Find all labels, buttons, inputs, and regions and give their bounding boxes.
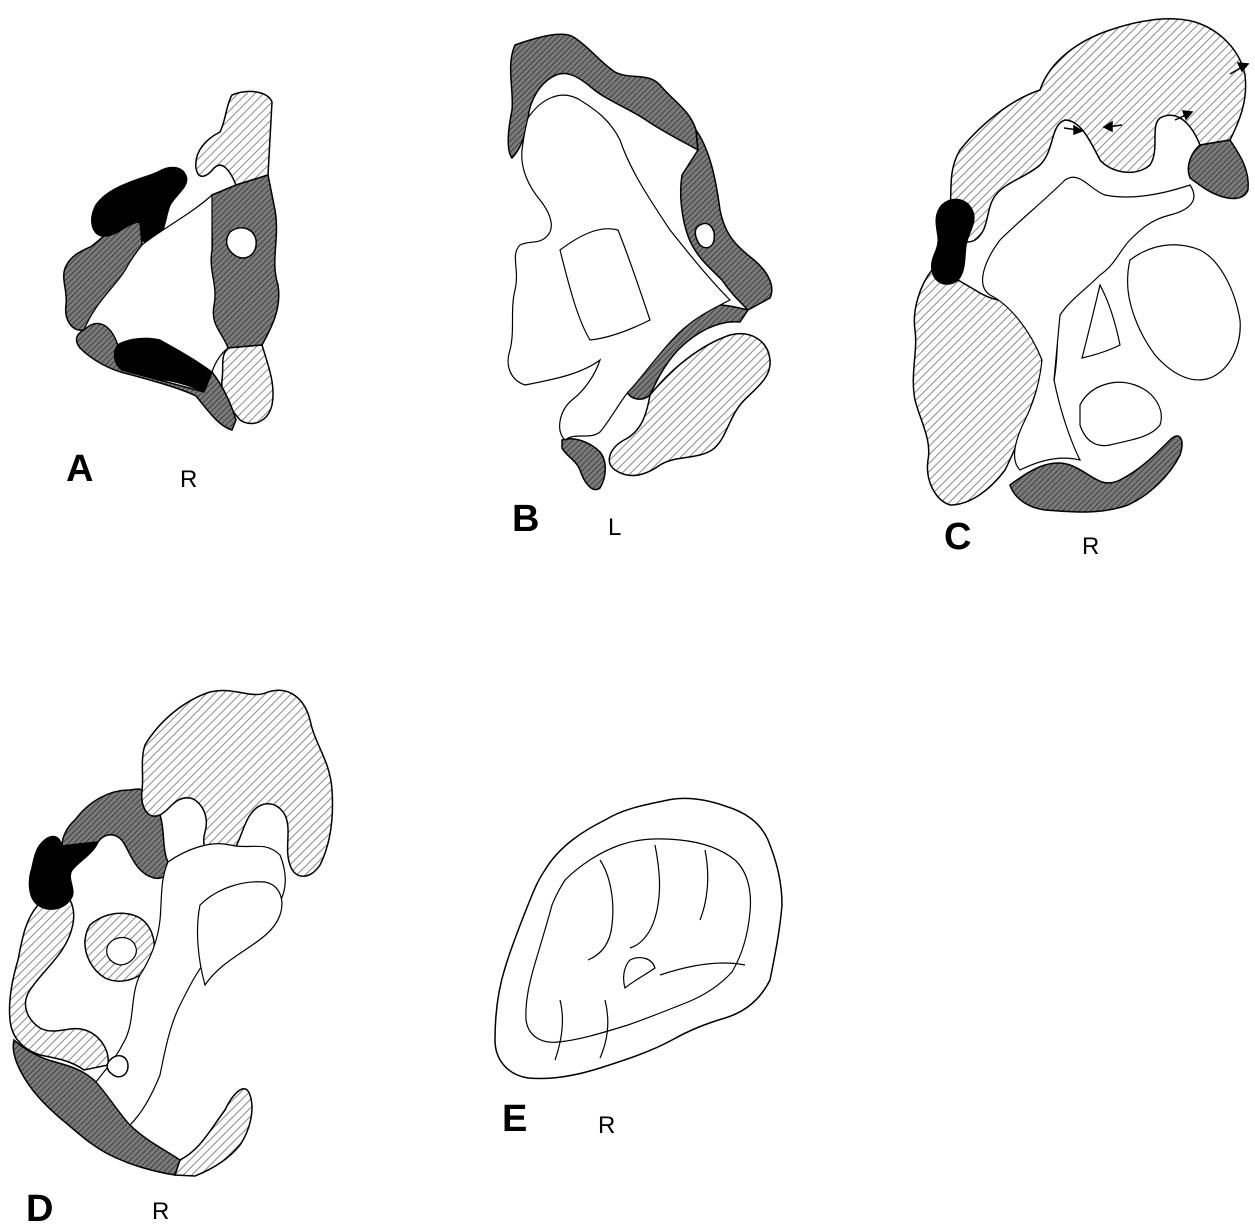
section-d-insula-inner <box>107 938 137 966</box>
panel-a-letter: A <box>66 450 93 488</box>
section-a-cortex-dense-right <box>210 175 279 348</box>
section-d-cortex-black <box>30 836 98 909</box>
section-b <box>508 34 772 489</box>
section-c <box>913 19 1248 512</box>
panel-c-letter: C <box>944 518 971 556</box>
panel-b-side-label: L <box>608 516 621 540</box>
section-c-hippocampus <box>1080 382 1161 445</box>
panel-e-letter: E <box>502 1100 527 1138</box>
section-d-basal-ganglia <box>198 882 282 985</box>
section-c-ventricle <box>1082 285 1120 358</box>
section-c-basal-ganglia <box>1128 245 1241 380</box>
panel-d-letter: D <box>26 1190 53 1228</box>
section-d-ventricle <box>107 1056 128 1077</box>
section-b-cortex-dense-bottom <box>562 439 605 490</box>
section-a-cortex-light <box>196 91 272 185</box>
section-c-cortex-dense-right <box>1188 140 1248 198</box>
section-a <box>64 91 279 430</box>
section-e <box>495 798 782 1078</box>
panel-e-side-label: R <box>598 1114 615 1138</box>
panel-c-side-label: R <box>1082 535 1099 559</box>
panel-a-side-label: R <box>180 468 197 492</box>
section-d <box>9 690 332 1176</box>
panel-d-side-label: R <box>152 1200 169 1224</box>
panel-b-letter: B <box>512 500 539 538</box>
section-d-cortex-light-lower <box>175 1089 252 1176</box>
